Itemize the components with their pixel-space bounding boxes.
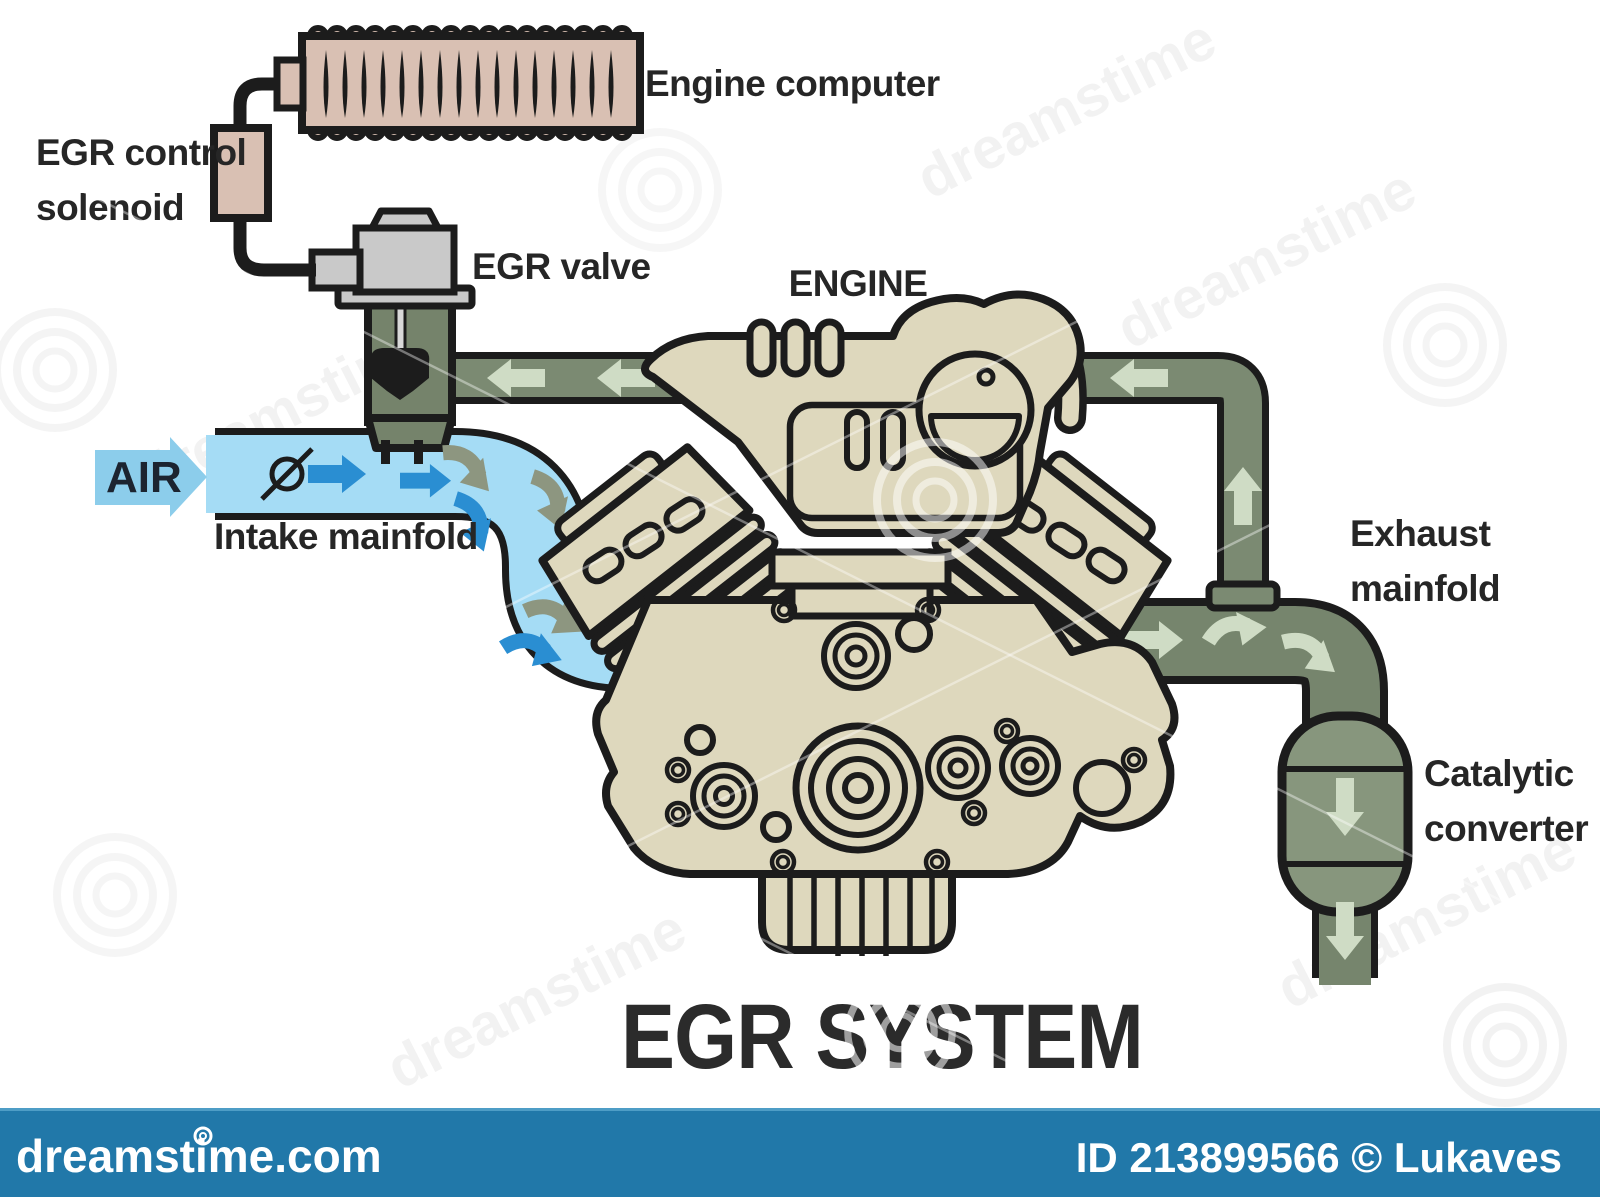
fan-pulley [915,350,1035,470]
brand-spiral-icon [193,1126,213,1146]
air-inlet: AIR [95,437,207,517]
egr-return-pipe [400,352,1269,588]
egr-control-label-line1: EGR control [36,132,246,173]
throttle-icon [269,456,305,492]
engine-computer [273,25,644,141]
engine [521,290,1190,956]
engine-label: ENGINE [789,263,928,304]
valve-poppet-icon [370,348,430,400]
wiring [233,77,316,277]
intake-manifold-label: Intake mainfold [214,516,478,557]
computer-fins [323,50,614,118]
plenum-tubes [746,318,845,378]
labels: Engine computer EGR control solenoid EGR… [36,63,1589,849]
credit-bar: dreamstime.com ID 213899566 © Lukaves [0,1108,1600,1197]
svg-text:dreamstime: dreamstime [1106,156,1426,362]
air-arrow-icon [95,437,207,517]
engine-computer-label: Engine computer [645,63,940,104]
brand-link[interactable]: dreamstime.com [16,1130,382,1182]
air-label: AIR [106,453,182,502]
egr-valve-label: EGR valve [472,246,651,287]
exhaust-manifold-label-line2: mainfold [1350,568,1500,609]
watermark-lines [0,58,1600,1197]
image-credit: ID 213899566 © Lukaves [1076,1134,1562,1181]
egr-control-solenoid [210,124,272,222]
crankcase-pulleys [684,615,1131,854]
oil-pan [758,864,956,956]
svg-text:dreamstime: dreamstime [906,6,1226,212]
catalytic-label-line2: converter [1424,808,1588,849]
egr-valve [308,207,476,464]
exhaust-manifold-label-line1: Exhaust [1350,513,1491,554]
catalytic-label-line1: Catalytic [1424,753,1574,794]
egr-control-label-line2: solenoid [36,187,184,228]
